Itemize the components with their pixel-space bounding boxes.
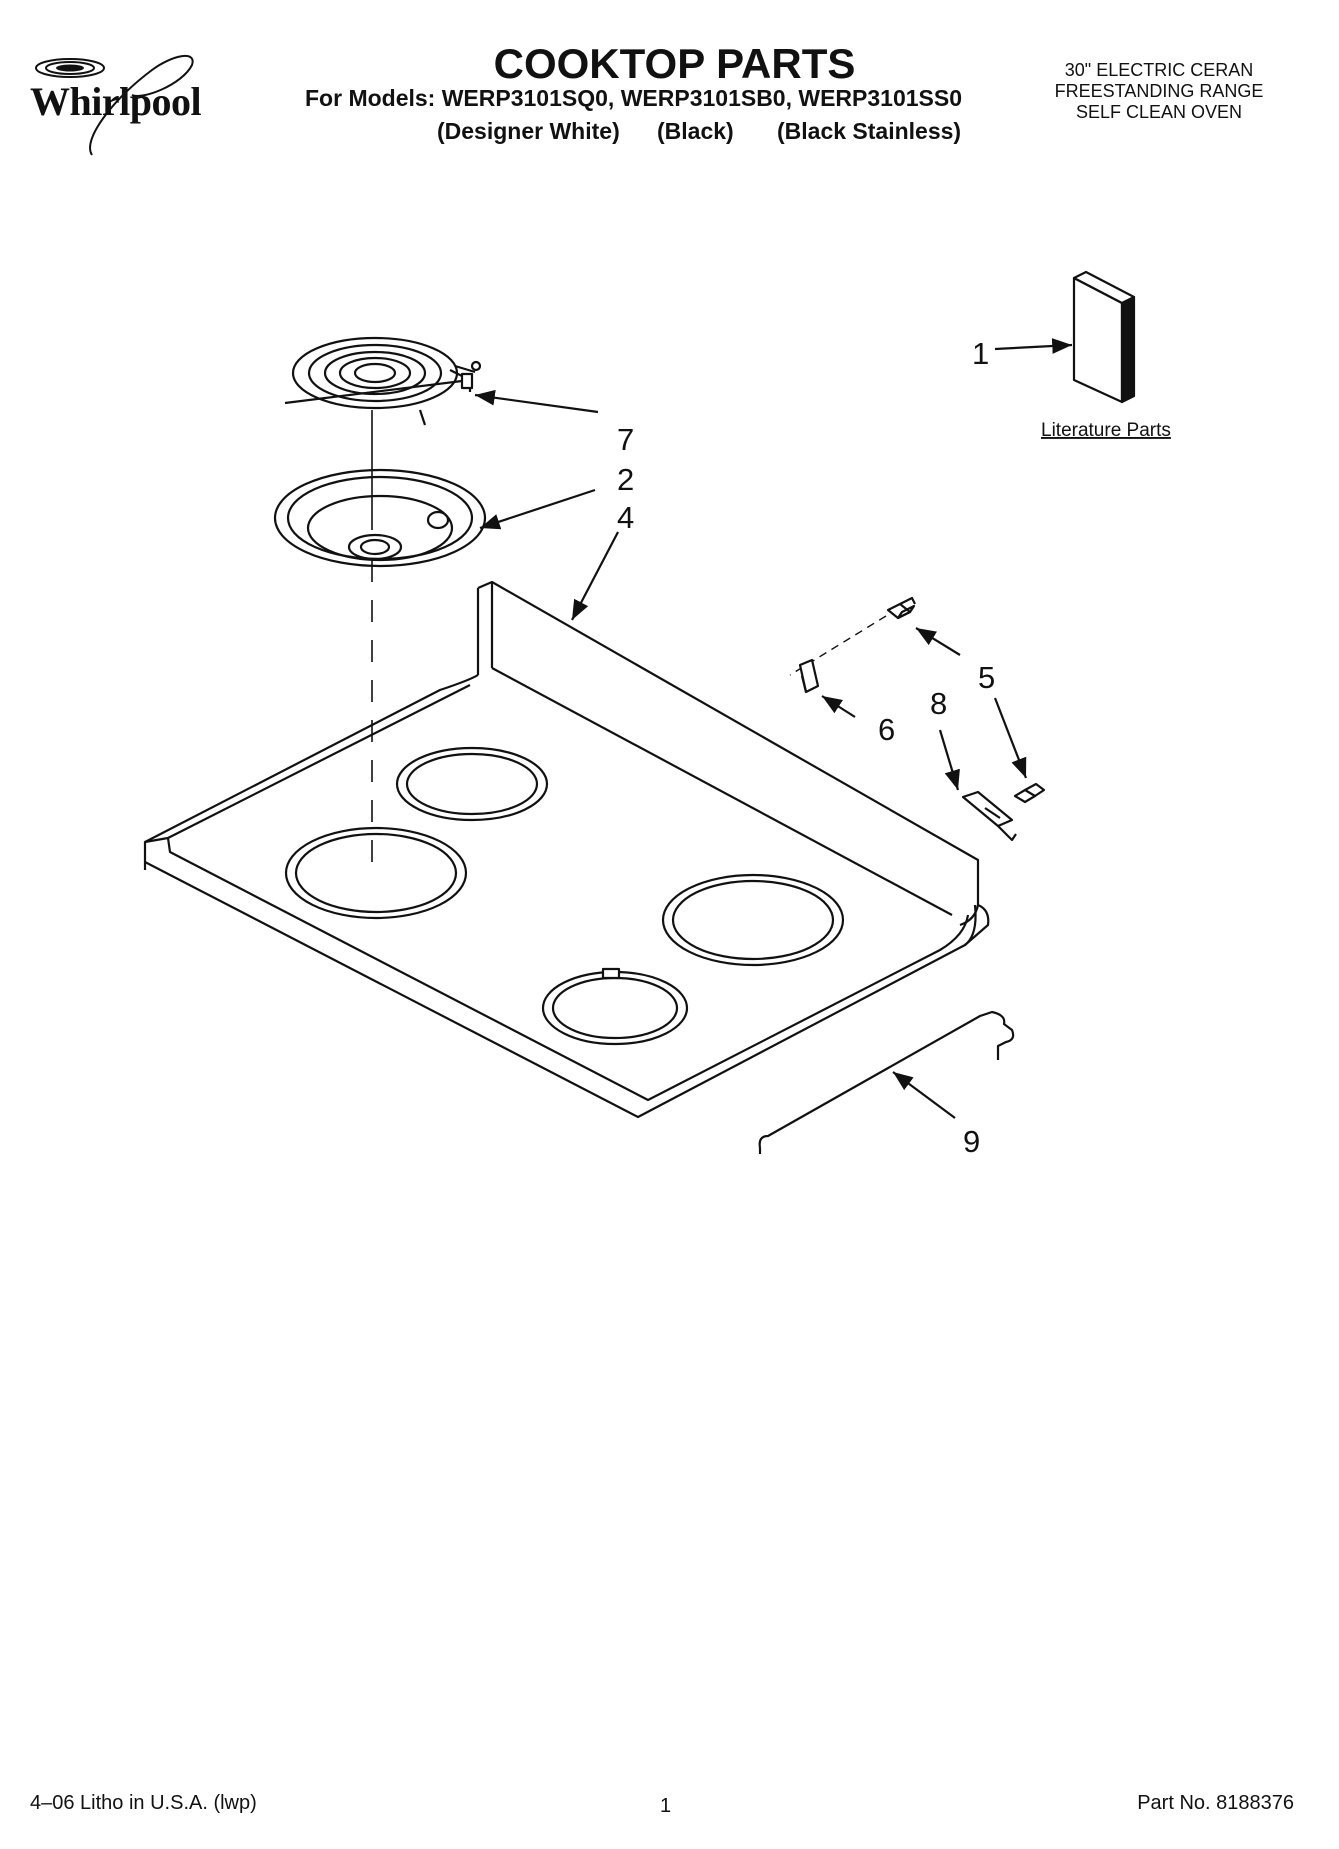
cooktop-body — [143, 580, 990, 1119]
burner-opening-front-right — [661, 873, 845, 967]
color-black-stainless: (Black Stainless) — [777, 118, 962, 144]
whirlpool-logo — [22, 40, 262, 160]
page-title: COOKTOP PARTS — [493, 40, 856, 87]
burner-opening-front-left — [284, 826, 468, 920]
callout-9: 9 — [963, 1124, 980, 1159]
literature-booklet — [1072, 270, 1136, 404]
product-description: 30" ELECTRIC CERAN FREESTANDING RANGE SE… — [1029, 60, 1289, 123]
product-line-2: FREESTANDING RANGE — [1054, 81, 1264, 101]
callout-7: 7 — [617, 422, 634, 457]
clip — [798, 658, 820, 694]
models-line: For Models: WERP3101SQ0, WERP3101SB0, WE… — [305, 85, 963, 111]
burner-opening-rear-left — [395, 746, 549, 822]
page-number: 1 — [660, 1795, 672, 1817]
burner-opening-rear-right — [541, 970, 689, 1046]
screw-lower — [1013, 782, 1046, 804]
literature-parts-label: Literature Parts — [1041, 420, 1171, 441]
color-designer-white: (Designer White) — [437, 118, 620, 144]
callout-8: 8 — [930, 686, 947, 721]
surface-element — [284, 336, 482, 426]
drip-bowl — [273, 468, 487, 568]
product-line-1: 30" ELECTRIC CERAN — [1064, 60, 1254, 80]
color-variants: (Designer White) (Black) (Black Stainless) — [437, 118, 961, 145]
callout-2: 2 — [617, 462, 634, 497]
callout-4: 4 — [617, 500, 634, 535]
callout-5: 5 — [978, 660, 995, 695]
callout-1: 1 — [972, 336, 989, 371]
footer-litho: 4–06 Litho in U.S.A. (lwp) — [30, 1792, 257, 1814]
color-black: (Black) — [657, 118, 734, 144]
callout-6: 6 — [878, 712, 895, 747]
logo-wordmark: Whirlpool — [30, 79, 202, 124]
bracket — [961, 790, 1017, 842]
support-rod — [758, 1010, 1015, 1154]
product-line-3: SELF CLEAN OVEN — [1075, 102, 1243, 122]
part-number: Part No. 8188376 — [1137, 1792, 1294, 1814]
screw-upper — [886, 596, 916, 620]
logo-swirl-icon — [35, 54, 194, 156]
